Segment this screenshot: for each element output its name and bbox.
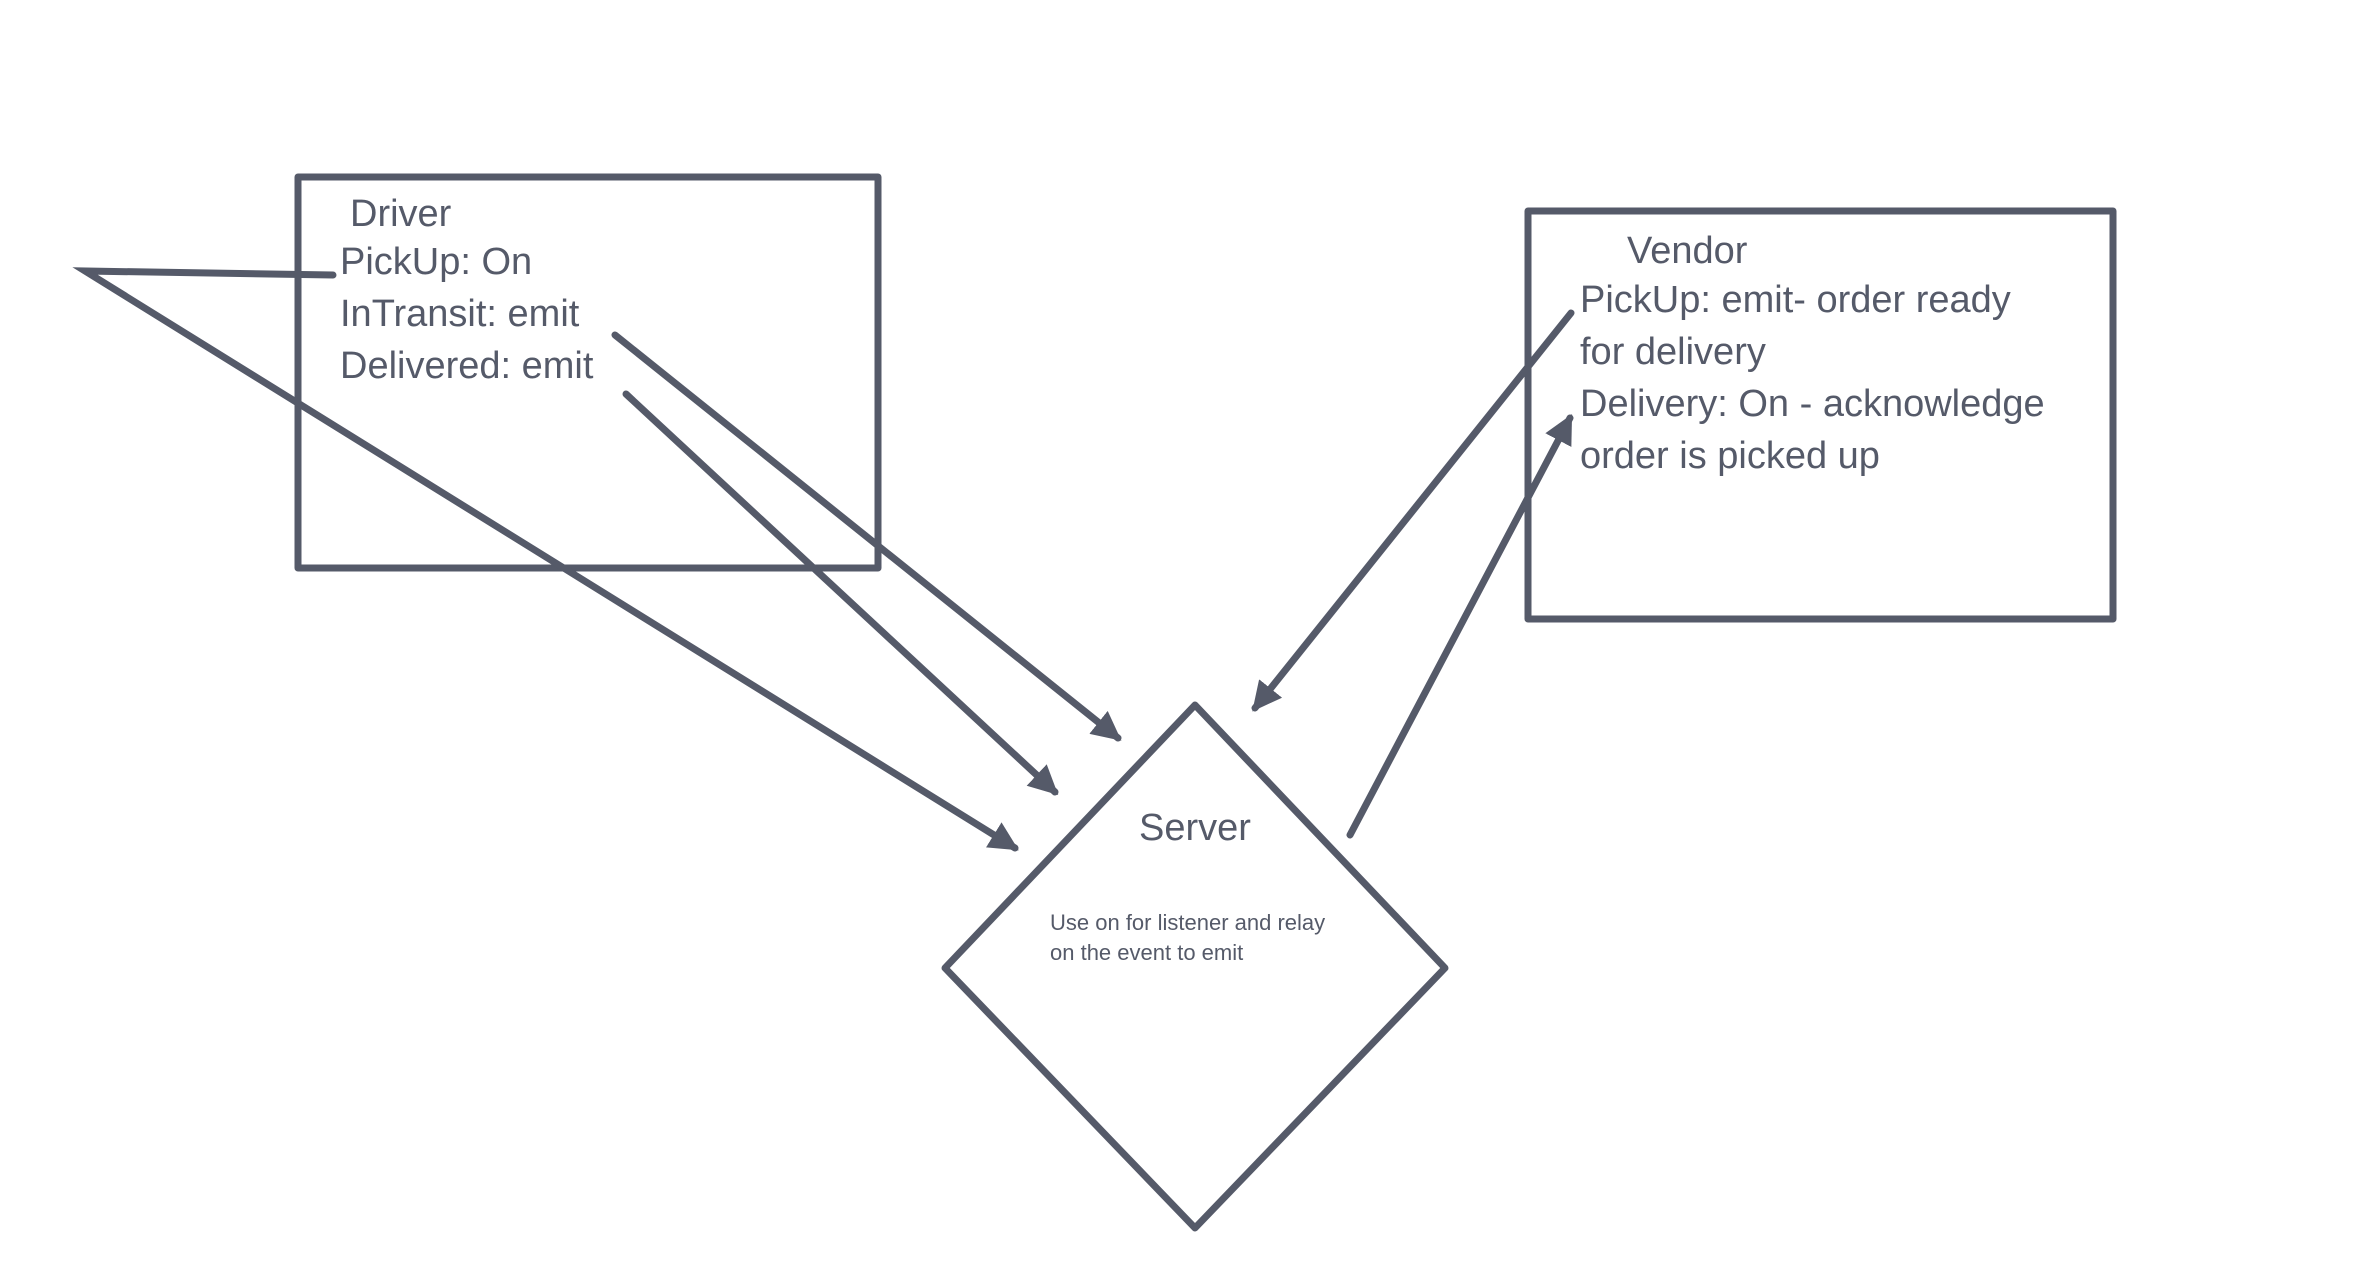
driver-line-intransit: InTransit: emit	[340, 293, 580, 335]
connectors	[72, 267, 1575, 852]
vendor-line-delivery: Delivery: On - acknowledge	[1580, 383, 2045, 425]
vendor-box	[1524, 207, 2117, 623]
server-node: Server Use on for listener and relay on …	[941, 701, 1449, 1232]
vendor-node: Vendor PickUp: emit- order ready for del…	[1524, 207, 2117, 623]
arrow-server-to-vendor-delivery	[1346, 414, 1574, 839]
vendor-line-pickup: PickUp: emit- order ready	[1580, 279, 2011, 321]
driver-line-delivered: Delivered: emit	[340, 345, 594, 387]
driver-line-pickup: PickUp: On	[340, 241, 532, 283]
vendor-line-pickup-cont: for delivery	[1580, 331, 1766, 373]
arrow-driver-intransit-to-server	[611, 331, 1122, 742]
arrow-vendor-pickup-to-server	[1251, 309, 1575, 712]
driver-box	[294, 173, 882, 572]
arrow-driver-pickup-to-server	[72, 267, 1019, 852]
vendor-title: Vendor	[1627, 230, 1748, 272]
vendor-line-delivery-cont: order is picked up	[1580, 435, 1880, 477]
arrow-driver-delivered-to-server	[622, 390, 1059, 796]
server-title: Server	[1139, 807, 1251, 849]
driver-node: Driver PickUp: On InTransit: emit Delive…	[294, 173, 882, 572]
server-diamond	[941, 701, 1449, 1232]
server-desc-line-1: Use on for listener and relay	[1050, 910, 1325, 935]
driver-title: Driver	[350, 193, 452, 235]
server-desc-line-2: on the event to emit	[1050, 940, 1243, 965]
